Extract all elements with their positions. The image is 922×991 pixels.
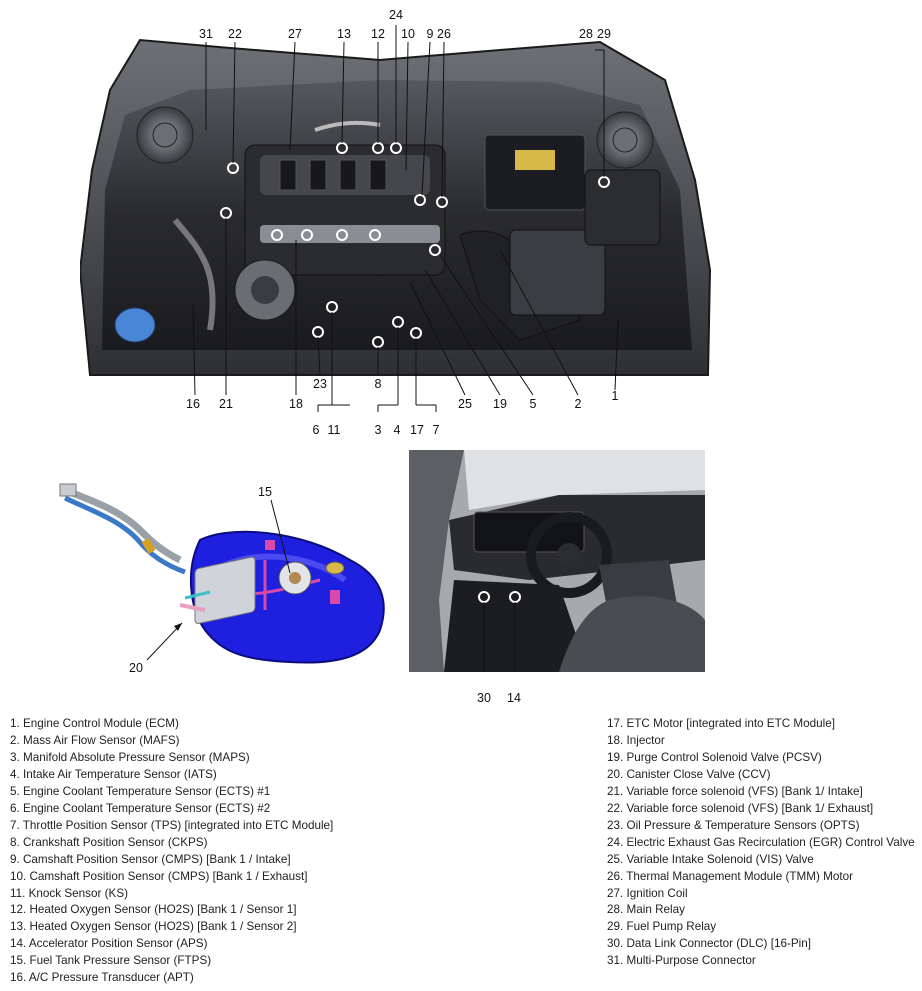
callout-18: 18 — [289, 397, 303, 411]
legend-item: 15. Fuel Tank Pressure Sensor (FTPS) — [10, 954, 212, 968]
legend-item: 11. Knock Sensor (KS) — [10, 886, 129, 900]
callout-25: 25 — [458, 397, 472, 411]
engine-bay-figure: 31 22 27 13 12 24 10 9 26 28 29 16 21 18… — [80, 9, 720, 436]
callout-12: 12 — [371, 27, 385, 41]
callout-17: 17 — [410, 423, 424, 437]
legend-item: 2. Mass Air Flow Sensor (MAFS) — [10, 733, 180, 747]
callout-24: 24 — [389, 8, 403, 22]
callout-9: 9 — [426, 27, 434, 41]
fuse-relay-box — [584, 169, 661, 246]
callout-10: 10 — [401, 27, 415, 41]
air-cleaner-box — [509, 229, 606, 316]
callout-23: 23 — [313, 377, 327, 391]
legend-item: 12. Heated Oxygen Sensor (HO2S) [Bank 1 … — [10, 903, 297, 917]
legend-item: 17. ETC Motor [integrated into ETC Modul… — [607, 717, 836, 730]
callout-4: 4 — [393, 423, 401, 437]
interior-figure — [409, 450, 705, 672]
callout-8: 8 — [374, 377, 382, 391]
legend-item: 9. Camshaft Position Sensor (CMPS) [Bank… — [10, 852, 291, 866]
legend-item: 22. Variable force solenoid (VFS) [Bank … — [607, 801, 874, 815]
callout-6: 6 — [312, 423, 320, 437]
legend-item: 18. Injector — [607, 733, 665, 747]
callout-31: 31 — [199, 27, 213, 41]
legend-item: 27. Ignition Coil — [607, 886, 688, 900]
fuel-tank-illustration — [59, 483, 385, 664]
callout-19: 19 — [493, 397, 507, 411]
legend-item: 10. Camshaft Position Sensor (CMPS) [Ban… — [10, 869, 308, 883]
legend-item: 21. Variable force solenoid (VFS) [Bank … — [607, 784, 863, 798]
callout-22: 22 — [228, 27, 242, 41]
legend-item: 23. Oil Pressure & Temperature Sensors (… — [607, 818, 860, 832]
legend-item: 16. A/C Pressure Transducer (APT) — [10, 971, 194, 985]
callout-7: 7 — [432, 423, 440, 437]
callout-21: 21 — [219, 397, 233, 411]
legend-item: 28. Main Relay — [607, 903, 685, 917]
callout-26: 26 — [437, 27, 451, 41]
legend-item: 6. Engine Coolant Temperature Sensor (EC… — [10, 801, 271, 815]
engine-bay-illustration — [80, 25, 712, 412]
callout-2: 2 — [574, 397, 582, 411]
legend-item: 5. Engine Coolant Temperature Sensor (EC… — [10, 784, 271, 798]
callout-13: 13 — [337, 27, 351, 41]
callout-14: 14 — [507, 691, 521, 705]
legend-item: 30. Data Link Connector (DLC) [16-Pin] — [607, 937, 811, 951]
callout-28: 28 — [579, 27, 593, 41]
interior-illustration — [409, 450, 705, 672]
callout-11: 11 — [327, 423, 341, 437]
legend-item: 20. Canister Close Valve (CCV) — [607, 767, 771, 781]
steering-wheel — [526, 512, 612, 598]
callout-27: 27 — [288, 27, 302, 41]
callout-15: 15 — [258, 485, 272, 499]
legend-item: 4. Intake Air Temperature Sensor (IATS) — [10, 767, 217, 781]
battery — [484, 134, 586, 211]
legend-right-column: 17. ETC Motor [integrated into ETC Modul… — [607, 716, 915, 970]
legend-item: 26. Thermal Management Module (TMM) Moto… — [607, 869, 853, 883]
legend-item: 13. Heated Oxygen Sensor (HO2S) [Bank 1 … — [10, 920, 297, 934]
callout-5: 5 — [529, 397, 537, 411]
fuel-tank-figure: 15 20 — [50, 480, 395, 680]
legend-item: 19. Purge Control Solenoid Valve (PCSV) — [607, 750, 822, 764]
legend-item: 25. Variable Intake Solenoid (VIS) Valve — [607, 852, 814, 866]
legend-item: 24. Electric Exhaust Gas Recirculation (… — [607, 835, 915, 849]
engine-leader-lines — [192, 25, 619, 412]
callout-16: 16 — [186, 397, 200, 411]
callout-20: 20 — [129, 661, 143, 675]
legend-item: 1. Engine Control Module (ECM) — [10, 717, 179, 730]
callout-29: 29 — [597, 27, 611, 41]
legend-item: 29. Fuel Pump Relay — [607, 920, 717, 934]
callout-1: 1 — [611, 389, 619, 403]
legend-item: 31. Multi-Purpose Connector — [607, 954, 756, 968]
legend-item: 14. Accelerator Position Sensor (APS) — [10, 937, 208, 951]
callout-3: 3 — [374, 423, 382, 437]
legend-left-column: 1. Engine Control Module (ECM) 2. Mass A… — [10, 716, 333, 987]
legend-item: 3. Manifold Absolute Pressure Sensor (MA… — [10, 750, 250, 764]
washer-reservoir-cap — [114, 307, 156, 343]
legend-item: 7. Throttle Position Sensor (TPS) [integ… — [10, 818, 334, 832]
legend-item: 8. Crankshaft Position Sensor (CKPS) — [10, 835, 208, 849]
callout-30: 30 — [477, 691, 491, 705]
